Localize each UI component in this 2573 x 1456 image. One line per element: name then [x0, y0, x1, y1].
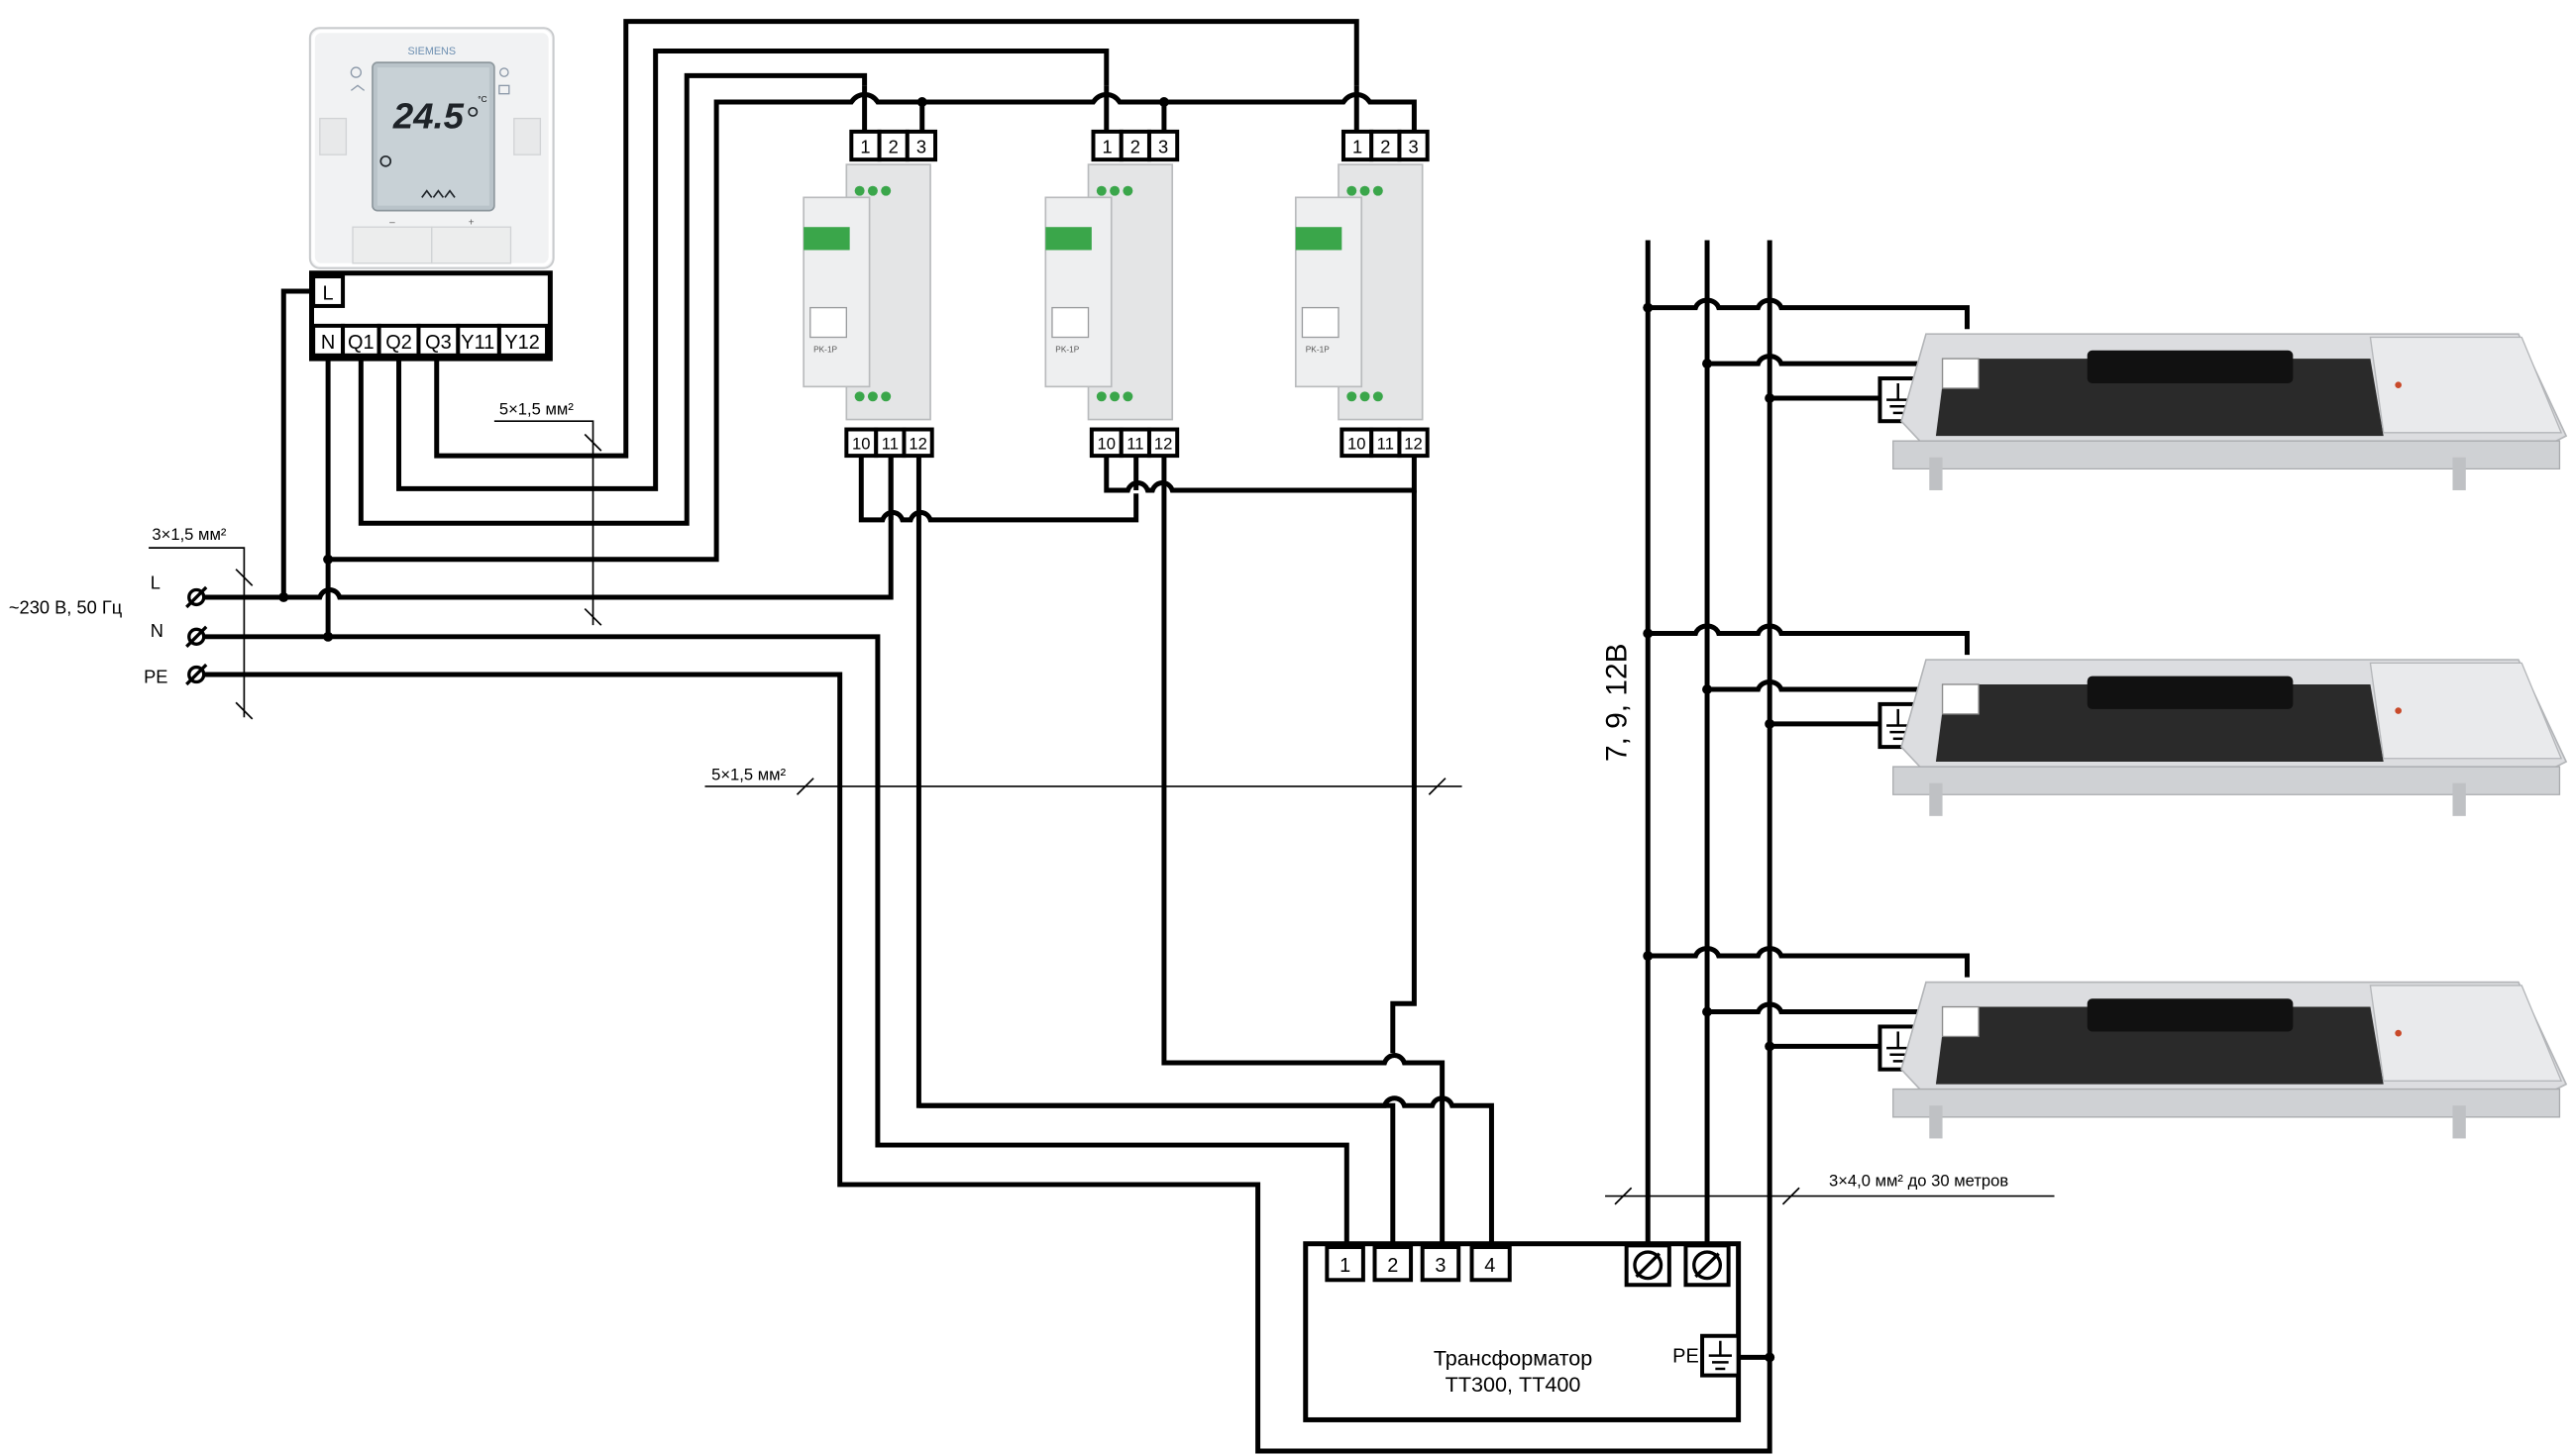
thermostat-fan-icon — [421, 189, 456, 198]
thermostat-terminal-q1: Q1 — [348, 332, 375, 354]
relay-1-terminal-12: 12 — [909, 434, 926, 453]
thermostat-terminal-n: N — [321, 332, 335, 354]
transformer-terminal-3: 3 — [1435, 1255, 1446, 1277]
transformer-title-line1: Трансформатор — [1434, 1346, 1592, 1371]
relay-2-terminal-3: 3 — [1158, 136, 1168, 156]
relay-3-terminal-10: 10 — [1347, 434, 1365, 453]
thermostat-terminal-l: L — [323, 282, 334, 304]
relay-1-bottom-terminals: 10 11 12 — [844, 427, 934, 459]
low-voltage-bus: 7, 9, 12В 3×4,0 мм² до 30 метров — [1601, 240, 2055, 1358]
relay-2-terminal-2: 2 — [1130, 136, 1140, 156]
thermostat-left-slider — [319, 117, 348, 156]
control-wires — [280, 19, 1417, 597]
transformer: 1 2 3 4 Трансформатор ТТ300, ТТ400 PE — [1303, 1241, 1775, 1422]
low-voltage-cable-label: 3×4,0 мм² до 30 метров — [1829, 1172, 2008, 1191]
relay-3-terminal-12: 12 — [1404, 434, 1422, 453]
thermostat-left-icons — [350, 66, 366, 91]
relay-3-terminal-3: 3 — [1408, 136, 1418, 156]
thermostat-terminal-q2: Q2 — [385, 332, 412, 354]
convector-1 — [1643, 297, 2568, 490]
supply-terminal-n — [185, 625, 208, 648]
thermostat-display-value: 24.5 — [392, 96, 465, 137]
convector-voltage-label: 7, 9, 12В — [1601, 643, 1634, 762]
convector-3 — [1643, 946, 2568, 1139]
thermostat-minus-button[interactable] — [352, 226, 433, 264]
relay-2-top-terminals: 1 2 3 — [1091, 129, 1180, 162]
relay-2-terminal-1: 1 — [1103, 136, 1113, 156]
transformer-terminal-4: 4 — [1484, 1255, 1495, 1277]
relay-3-model: PK-1P — [1306, 344, 1330, 354]
relay-1-terminal-2: 2 — [889, 136, 899, 156]
relay-3: 1 2 3 PK-1P 10 11 12 — [1294, 129, 1430, 459]
transformer-output-terminal-2 — [1683, 1243, 1731, 1288]
relay-1-model: PK-1P — [813, 344, 837, 354]
supply-cable-label: 3×1,5 мм² — [152, 525, 226, 544]
thermostat-minus-label: – — [389, 218, 395, 229]
supply-label-n: N — [151, 620, 163, 641]
relay-1: 1 2 3 PK-1P 10 11 12 — [803, 129, 938, 459]
thermostat-right-icons — [498, 67, 510, 95]
thermostat-terminal-q3: Q3 — [425, 332, 452, 354]
thermostat-terminal-block: L N Q1 Q2 Q3 Y11 Y12 — [309, 270, 553, 362]
transformer-title-line2: ТТ300, ТТ400 — [1446, 1372, 1581, 1397]
supply-terminal-l — [185, 585, 208, 609]
transformer-pe-label: PE — [1672, 1345, 1699, 1367]
relay-1-terminal-3: 3 — [916, 136, 926, 156]
relay-2-model: PK-1P — [1055, 344, 1079, 354]
relay-3-terminal-11: 11 — [1377, 434, 1394, 453]
relay-2-bottom-terminals: 10 11 12 — [1089, 427, 1180, 459]
thermostat: SIEMENS 24.5 °C – + — [308, 27, 555, 269]
thermostat-cable-label: 5×1,5 мм² — [499, 400, 574, 419]
relay-3-terminal-2: 2 — [1380, 136, 1390, 156]
relay-2-terminal-10: 10 — [1098, 434, 1116, 453]
supply-label-l: L — [151, 572, 161, 593]
supply-label-pe: PE — [144, 666, 167, 686]
relay-cable-marker: 5×1,5 мм² — [704, 765, 1462, 795]
thermostat-brand: SIEMENS — [407, 46, 456, 57]
relay-2-terminal-11: 11 — [1126, 434, 1143, 453]
relay-2: 1 2 3 PK-1P 10 11 12 — [1044, 129, 1180, 459]
thermostat-sun-icon — [379, 155, 392, 167]
transformer-ground-icon — [1700, 1333, 1741, 1378]
thermostat-display-unit: °C — [478, 94, 486, 104]
relay-3-top-terminals: 1 2 3 — [1340, 129, 1430, 162]
relay-3-terminal-1: 1 — [1352, 136, 1362, 156]
relay-1-terminal-10: 10 — [852, 434, 870, 453]
thermostat-plus-label: + — [469, 218, 475, 229]
relay-1-terminal-11: 11 — [882, 434, 899, 453]
relay-1-terminal-1: 1 — [860, 136, 870, 156]
transformer-terminal-1: 1 — [1340, 1255, 1350, 1277]
thermostat-right-slider — [513, 117, 542, 156]
supply-terminal-pe — [185, 663, 208, 686]
relay-cable-label: 5×1,5 мм² — [711, 765, 786, 783]
relay-output-wires — [858, 456, 1494, 1251]
supply-lines: ~230 В, 50 Гц L N PE 3×1,5 мм² — [9, 456, 1772, 1454]
relay-3-bottom-terminals: 10 11 12 — [1340, 427, 1430, 459]
transformer-output-terminal-1 — [1624, 1243, 1671, 1288]
thermostat-plus-button[interactable] — [431, 226, 512, 264]
thermostat-snow-icon — [468, 106, 479, 117]
thermostat-cable-marker: 5×1,5 мм² — [493, 400, 602, 626]
thermostat-terminal-y12: Y12 — [504, 332, 539, 354]
relay-2-terminal-12: 12 — [1154, 434, 1172, 453]
thermostat-terminal-y11: Y11 — [461, 332, 494, 354]
relay-1-top-terminals: 1 2 3 — [849, 129, 938, 162]
transformer-terminal-2: 2 — [1387, 1255, 1398, 1277]
supply-voltage-label: ~230 В, 50 Гц — [9, 597, 123, 618]
convector-2 — [1643, 623, 2568, 816]
